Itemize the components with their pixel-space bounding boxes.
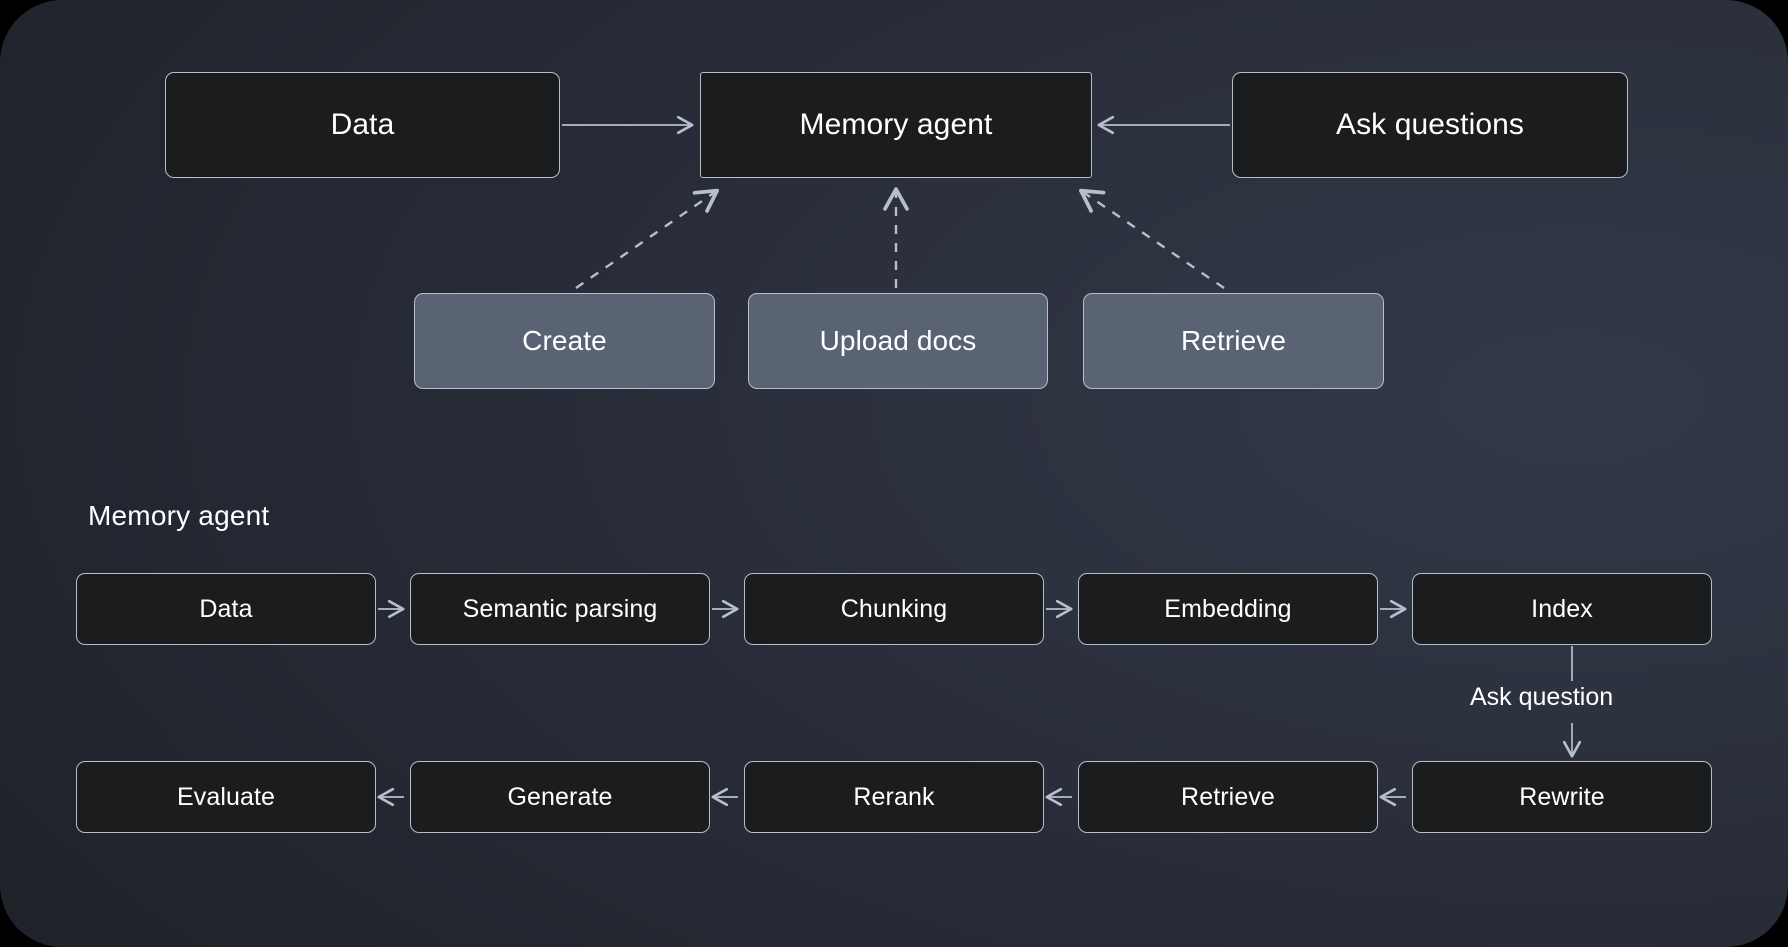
node-ask-questions[interactable]: Ask questions — [1232, 72, 1628, 178]
node-label: Chunking — [840, 594, 948, 623]
node-label: Index — [1531, 594, 1593, 623]
edge-label-ask-question: Ask question — [1470, 683, 1614, 711]
node-pipeline-rewrite[interactable]: Rewrite — [1412, 761, 1712, 833]
edge-retrieve-to-memory-agent — [1079, 188, 1225, 289]
node-label: Rerank — [853, 782, 935, 811]
node-pipeline-semantic-parsing[interactable]: Semantic parsing — [410, 573, 710, 645]
node-label: Rewrite — [1519, 782, 1605, 811]
node-upload-docs[interactable]: Upload docs — [748, 293, 1048, 389]
node-memory-agent[interactable]: Memory agent — [700, 72, 1092, 178]
node-pipeline-chunking[interactable]: Chunking — [744, 573, 1044, 645]
node-label: Data — [199, 594, 253, 623]
node-retrieve-top[interactable]: Retrieve — [1083, 293, 1384, 389]
node-label: Create — [522, 325, 607, 356]
node-label: Generate — [507, 782, 613, 811]
node-pipeline-retrieve[interactable]: Retrieve — [1078, 761, 1378, 833]
node-label: Memory agent — [799, 108, 993, 141]
node-label: Semantic parsing — [462, 594, 658, 623]
node-label: Retrieve — [1180, 325, 1287, 356]
node-label: Retrieve — [1181, 782, 1275, 811]
node-pipeline-embedding[interactable]: Embedding — [1078, 573, 1378, 645]
node-pipeline-data[interactable]: Data — [76, 573, 376, 645]
node-create[interactable]: Create — [414, 293, 715, 389]
node-pipeline-rerank[interactable]: Rerank — [744, 761, 1044, 833]
node-pipeline-evaluate[interactable]: Evaluate — [76, 761, 376, 833]
node-pipeline-index[interactable]: Index — [1412, 573, 1712, 645]
node-label: Embedding — [1164, 594, 1292, 623]
node-pipeline-generate[interactable]: Generate — [410, 761, 710, 833]
node-label: Evaluate — [176, 782, 276, 811]
node-data-top[interactable]: Data — [165, 72, 560, 178]
node-label: Ask questions — [1335, 108, 1525, 141]
node-label: Data — [330, 108, 395, 141]
edge-create-to-memory-agent — [575, 188, 719, 289]
node-label: Upload docs — [819, 325, 977, 356]
pipeline-section-title: Memory agent — [88, 500, 270, 531]
